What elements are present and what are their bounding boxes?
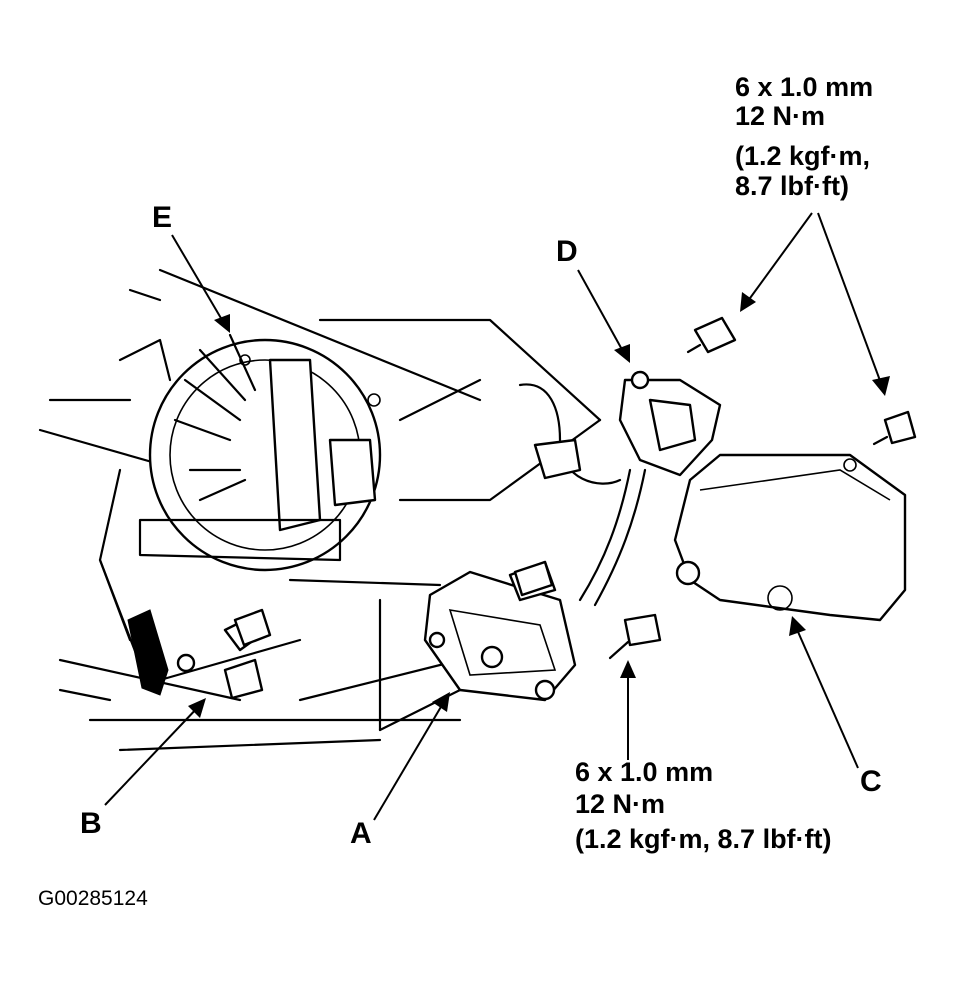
arrow-b — [104, 704, 201, 806]
arrowhead-d — [614, 344, 630, 363]
callout-top-line4: 8.7 lbf·ft) — [735, 171, 849, 201]
callout-bottom-line2: 12 N·m — [575, 789, 666, 819]
arrowhead-e — [214, 314, 230, 333]
arrowhead-a — [432, 692, 450, 712]
bolt-bottom — [608, 613, 662, 660]
callout-bottom-line3: (1.2 kgf·m, 8.7 lbf·ft) — [575, 824, 832, 854]
leader-arrows — [104, 212, 890, 821]
callout-top-line2: 12 N·m — [735, 101, 826, 131]
callout-top-line3: (1.2 kgf·m, — [735, 141, 871, 171]
arrowhead-top-bolt-right — [872, 376, 890, 396]
arrowhead-top-bolt-left — [740, 292, 756, 312]
label-a: A — [350, 817, 372, 850]
arrow-c — [794, 624, 859, 769]
callout-bottom-line1: 6 x 1.0 mm — [575, 757, 714, 787]
bolt-top-right — [872, 410, 917, 446]
arrow-a — [373, 699, 446, 821]
bolt-b — [233, 608, 272, 647]
label-c: C — [860, 765, 882, 798]
arrowhead-b — [188, 698, 206, 718]
arrow-top-bolt-left — [744, 212, 813, 306]
bolt-top-left — [686, 316, 737, 354]
arrow-top-bolt-right — [817, 212, 883, 387]
part-d-connector — [518, 370, 722, 607]
part-c-cover — [673, 453, 907, 622]
figure-id: G00285124 — [38, 887, 148, 910]
label-d: D — [556, 235, 578, 268]
arrowhead-c — [789, 616, 806, 636]
part-e-housing — [118, 333, 382, 572]
bolt-a — [513, 560, 554, 597]
arrowhead-bottom-bolt — [620, 660, 636, 678]
arrow-e — [171, 234, 226, 326]
label-e: E — [152, 201, 173, 234]
callout-top-line1: 6 x 1.0 mm — [735, 72, 874, 102]
arrow-d — [577, 269, 626, 356]
bolts — [233, 316, 917, 660]
label-b: B — [80, 807, 102, 840]
